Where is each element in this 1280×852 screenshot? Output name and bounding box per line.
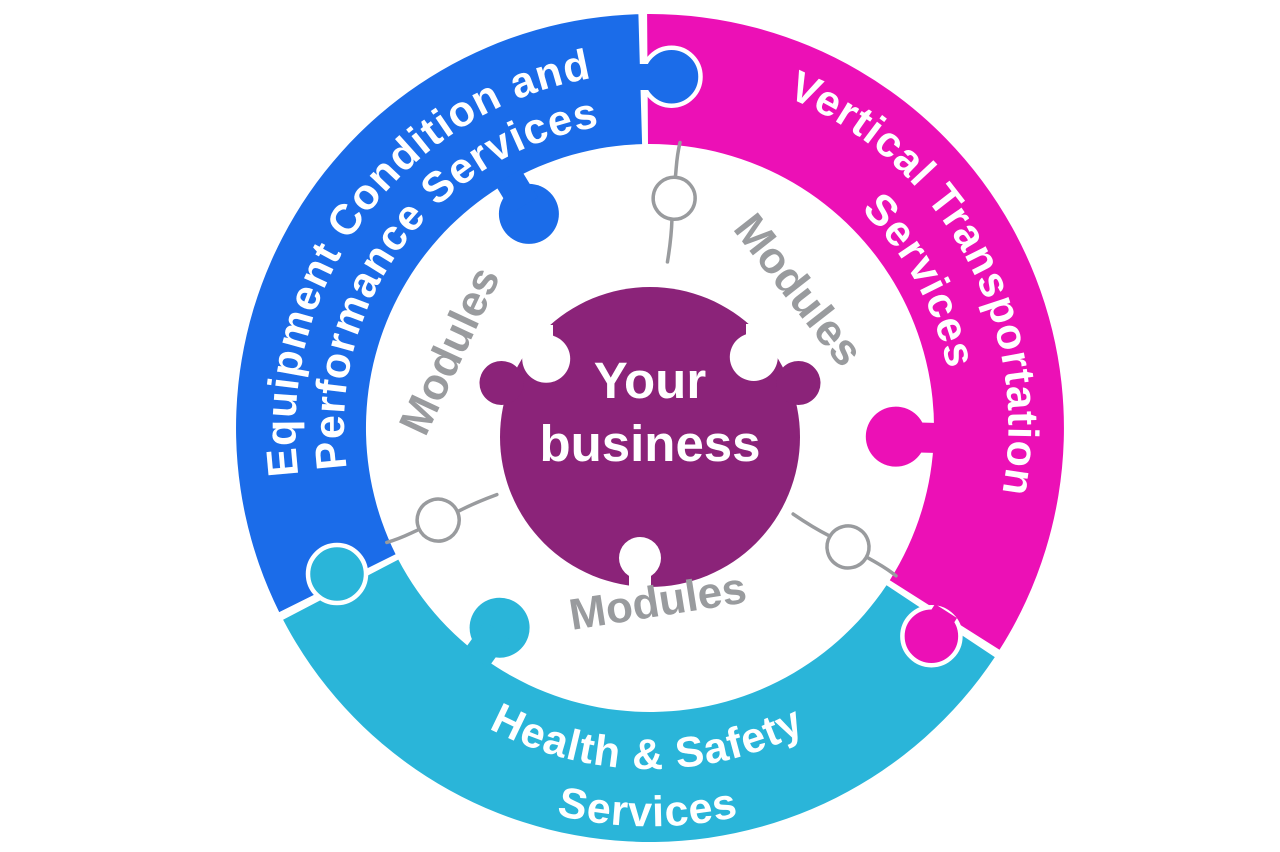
- segment-junction-knobs: [305, 45, 963, 668]
- inner-ring-knobs: [463, 169, 939, 668]
- outer-ring: [236, 13, 1064, 842]
- center-label: Your business: [539, 352, 760, 472]
- modules-label-left: Modules: [390, 260, 510, 442]
- center-socket-left: [522, 334, 571, 383]
- center-bump-left: [479, 361, 524, 405]
- segment-health-safety-arc: [283, 559, 995, 842]
- white-ring-dividers: [385, 140, 898, 578]
- center-socket-right: [729, 333, 778, 381]
- center-circle: [500, 287, 800, 587]
- center-piece: [479, 287, 821, 600]
- magenta-inner-knob-neck: [899, 422, 939, 453]
- center-bump-right: [776, 361, 821, 405]
- center-label-line1: Your: [594, 352, 707, 409]
- blue-inner-knob-neck: [495, 169, 538, 213]
- segment-vertical-transportation-arc: [647, 13, 1064, 650]
- cyan-inner-knob-neck: [463, 621, 510, 668]
- divider-bottom-right: [791, 512, 898, 578]
- divider-top: [651, 140, 697, 264]
- divider-left: [385, 492, 499, 545]
- magenta-knob-neck: [923, 604, 957, 637]
- center-socket-bottom: [619, 537, 661, 579]
- cyan-knob-neck: [328, 572, 357, 597]
- cyan-knob-icon: [305, 542, 369, 606]
- center-label-line2: business: [539, 415, 760, 472]
- segment-equipment-arc: [236, 14, 643, 613]
